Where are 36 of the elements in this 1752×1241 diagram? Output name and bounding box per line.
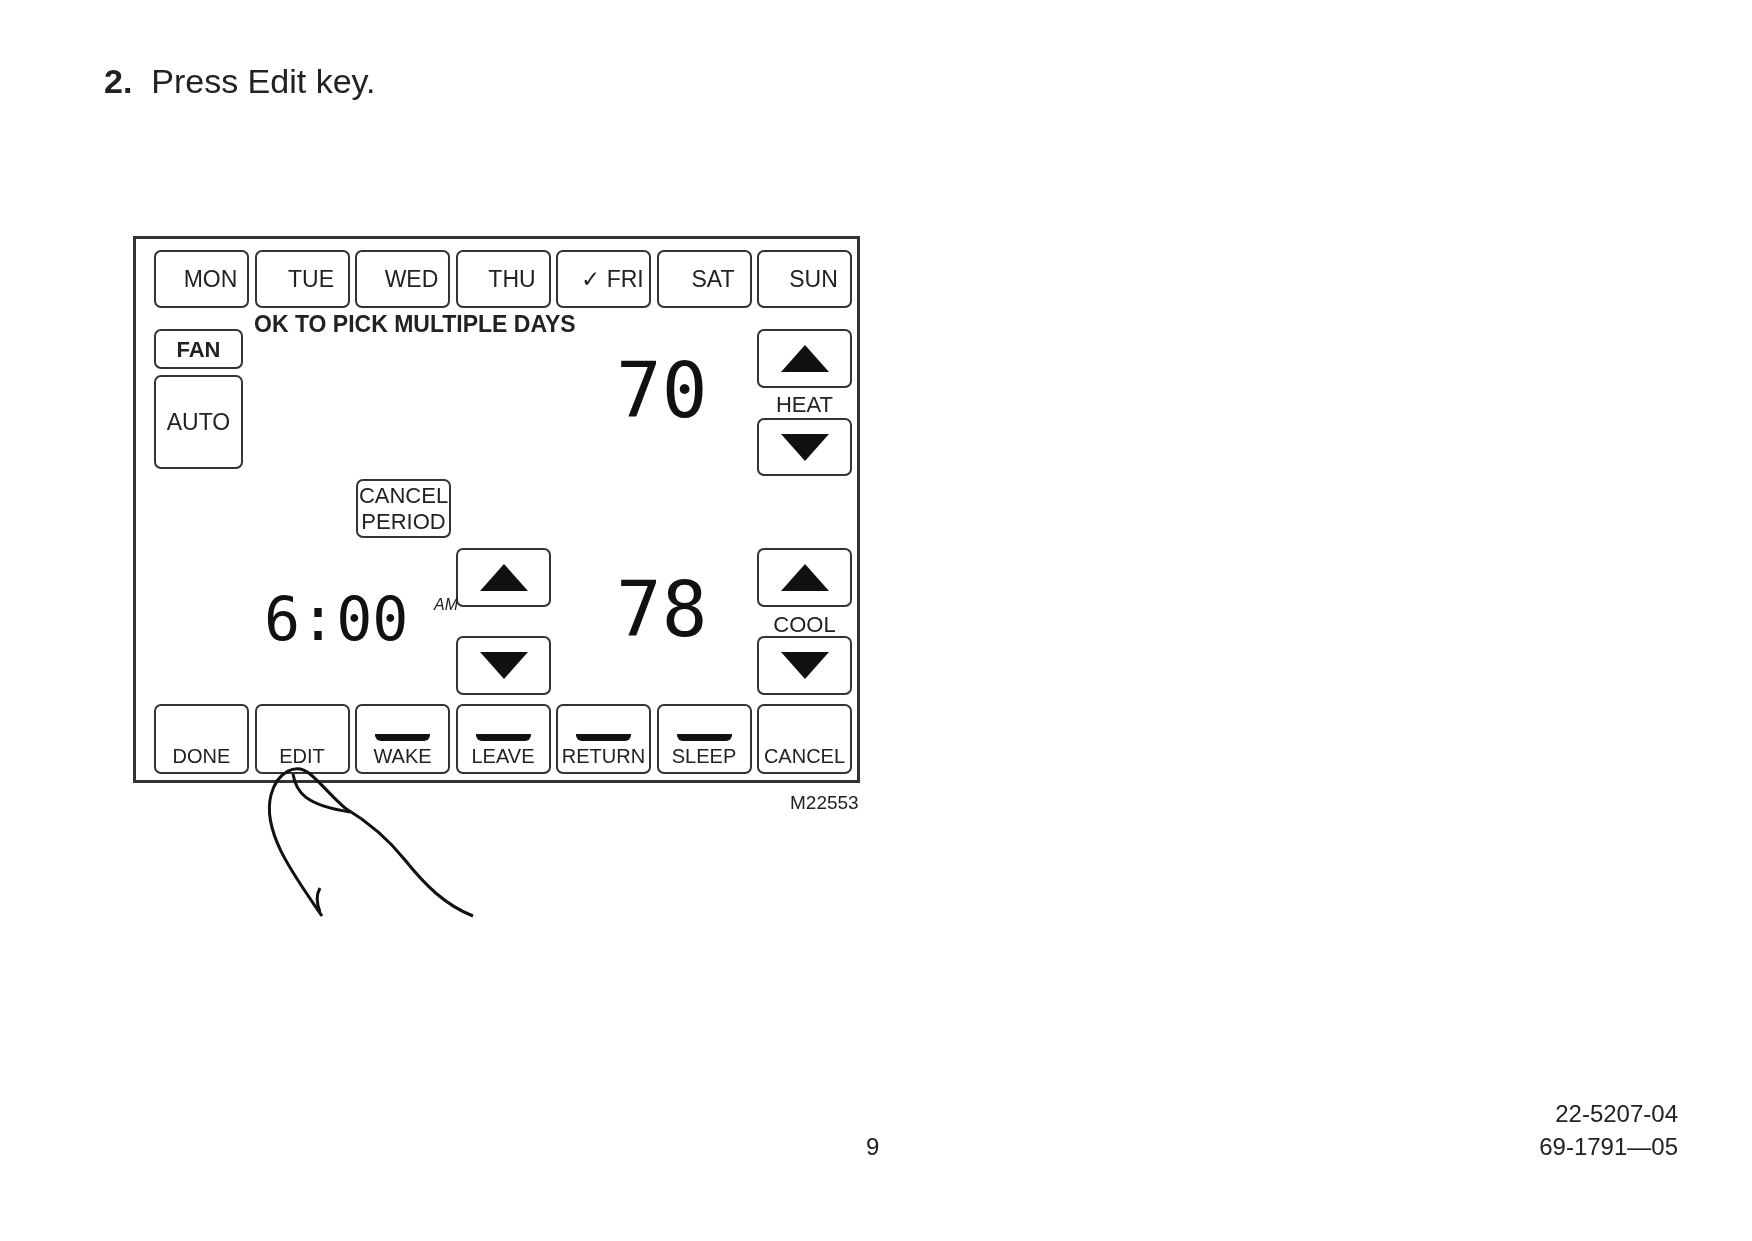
instruction-text: OK TO PICK MULTIPLE DAYS	[254, 311, 576, 338]
display-screen	[133, 236, 860, 783]
up-arrow-button	[757, 329, 852, 388]
period-button: RETURN	[556, 704, 651, 774]
document-number: 69-1791—05	[1539, 1133, 1678, 1161]
period-button: DONE	[154, 704, 249, 774]
temperature-readout: 70	[616, 353, 709, 429]
day-button: TUE	[254, 250, 350, 308]
step-heading: 2. Press Edit key.	[104, 62, 376, 101]
period-button: EDIT	[254, 704, 350, 774]
day-button: MON	[154, 250, 249, 308]
up-arrow-button	[456, 548, 551, 607]
time-readout: 6:00	[264, 589, 410, 649]
day-button: WED	[355, 250, 450, 308]
page-number: 9	[866, 1133, 880, 1161]
temperature-readout: 78	[616, 572, 709, 648]
fan-mode-button: AUTO	[154, 375, 243, 469]
figure-number: M22553	[790, 792, 859, 814]
period-button: LEAVE	[455, 704, 551, 774]
down-arrow-button	[757, 418, 852, 476]
down-arrow-button	[456, 636, 551, 695]
day-button: THU	[455, 250, 551, 308]
document-number: 22-5207-04	[1555, 1100, 1678, 1128]
cancel-period-button: CANCEL PERIOD	[356, 479, 451, 538]
up-arrow-button	[757, 548, 852, 607]
period-button: SLEEP	[656, 704, 752, 774]
period-button: CANCEL	[757, 704, 852, 774]
fan-button: FAN	[154, 329, 243, 369]
setting-label: HEAT	[774, 391, 834, 418]
day-button: SAT	[656, 250, 752, 308]
day-button: ✓ FRI	[556, 250, 651, 308]
setting-label: COOL	[772, 611, 837, 638]
down-arrow-button	[757, 636, 852, 695]
unit-label: AM	[434, 595, 458, 615]
day-button: SUN	[757, 250, 852, 308]
period-button: WAKE	[355, 704, 450, 774]
